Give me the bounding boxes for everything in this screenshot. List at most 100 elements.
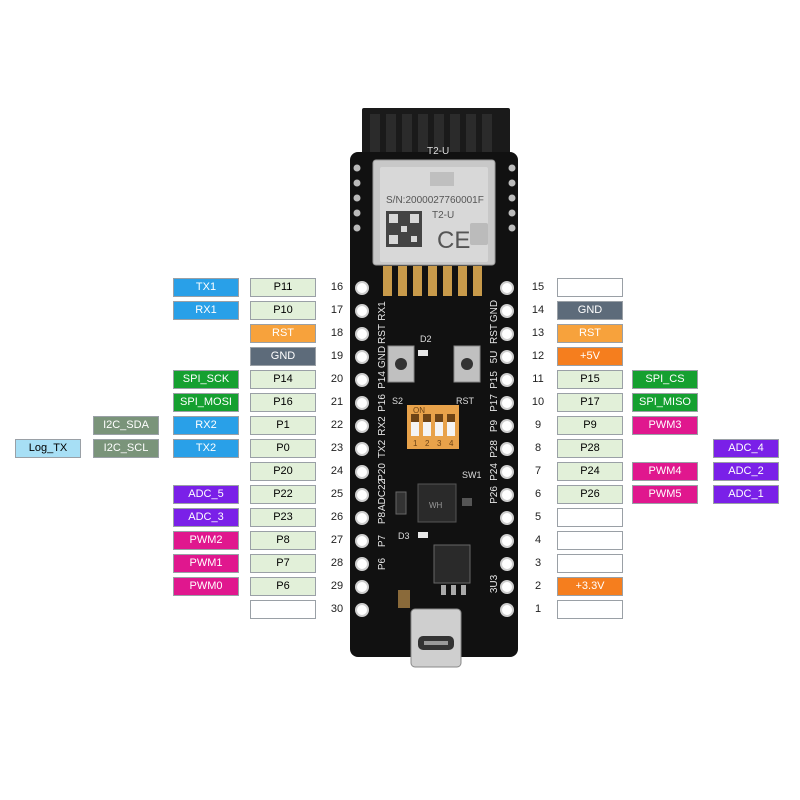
right-function-2: ADC_2 — [713, 462, 779, 481]
right-pin-label — [557, 508, 623, 527]
voltage-regulator — [433, 544, 471, 584]
left-function-1: ADC_3 — [173, 508, 239, 527]
left-function-2: I2C_SDA — [93, 416, 159, 435]
right-pin-number: 8 — [534, 442, 542, 454]
left-pin-label: P16 — [250, 393, 316, 412]
right-pin-hole — [500, 327, 514, 341]
right-pin-label: P9 — [557, 416, 623, 435]
right-function-2: ADC_4 — [713, 439, 779, 458]
ce-mark: CE — [437, 227, 470, 254]
right-pin-number: 13 — [531, 327, 545, 339]
left-function-1: SPI_MOSI — [173, 393, 239, 412]
left-function-1: PWM2 — [173, 531, 239, 550]
left-pin-label: P23 — [250, 508, 316, 527]
label-s2: S2 — [392, 396, 403, 406]
right-pin-label: GND — [557, 301, 623, 320]
dip-on-label: ON — [413, 406, 425, 415]
dip-number: 2 — [425, 439, 430, 448]
left-silkscreen-label: RX2 — [377, 416, 388, 436]
left-pin-hole — [355, 488, 369, 502]
left-function-1: ADC_5 — [173, 485, 239, 504]
left-silkscreen-label: P7 — [377, 534, 388, 547]
right-pin-hole — [500, 350, 514, 364]
left-silkscreen-label: P14 — [377, 371, 388, 389]
right-pin-label: P28 — [557, 439, 623, 458]
left-pin-hole — [355, 580, 369, 594]
dip-number: 3 — [437, 439, 442, 448]
right-pin-number: 3 — [534, 557, 542, 569]
label-d3: D3 — [398, 531, 410, 541]
left-pin-label: P7 — [250, 554, 316, 573]
left-function-1: RX1 — [173, 301, 239, 320]
right-pin-hole — [500, 419, 514, 433]
right-function-1: PWM5 — [632, 485, 698, 504]
left-function-1: PWM0 — [173, 577, 239, 596]
right-silkscreen-label: RST — [489, 324, 500, 344]
left-pin-hole — [355, 304, 369, 318]
left-pin-hole — [355, 396, 369, 410]
module-name: T2-U — [427, 146, 449, 157]
left-function-1: TX2 — [173, 439, 239, 458]
left-pin-number: 30 — [330, 603, 344, 615]
right-pin-number: 9 — [534, 419, 542, 431]
module-edge-hole — [353, 194, 361, 202]
right-pin-label — [557, 600, 623, 619]
right-pin-hole — [500, 281, 514, 295]
right-pin-number: 6 — [534, 488, 542, 500]
right-pin-label: +3.3V — [557, 577, 623, 596]
right-pin-label — [557, 531, 623, 550]
left-silkscreen-label: TX2 — [377, 439, 388, 458]
right-pin-number: 7 — [534, 465, 542, 477]
right-pin-hole — [500, 488, 514, 502]
right-function-1: PWM4 — [632, 462, 698, 481]
module-edge-hole — [508, 179, 516, 187]
left-pin-hole — [355, 442, 369, 456]
right-pin-label: P26 — [557, 485, 623, 504]
right-pin-hole — [500, 442, 514, 456]
left-pin-label: P20 — [250, 462, 316, 481]
right-pin-label — [557, 278, 623, 297]
left-silkscreen-label: P16 — [377, 394, 388, 412]
left-pin-hole — [355, 373, 369, 387]
left-pin-number: 16 — [330, 281, 344, 293]
right-pin-hole — [500, 373, 514, 387]
right-pin-hole — [500, 396, 514, 410]
right-pin-number: 11 — [532, 373, 544, 385]
left-pin-label: P1 — [250, 416, 316, 435]
left-pin-label: P6 — [250, 577, 316, 596]
right-pin-hole — [500, 304, 514, 318]
left-pin-label: P8 — [250, 531, 316, 550]
left-pin-number: 24 — [330, 465, 344, 477]
left-pin-hole — [355, 465, 369, 479]
left-pin-number: 19 — [330, 350, 344, 362]
right-pin-number: 4 — [534, 534, 542, 546]
left-pin-number: 20 — [330, 373, 344, 385]
left-silkscreen-label: GND — [377, 346, 388, 368]
chip-text: WH — [429, 501, 443, 510]
left-silkscreen-label: ADC22 — [377, 478, 388, 511]
ch340-chip — [417, 483, 457, 523]
left-pin-label: P0 — [250, 439, 316, 458]
left-pin-hole — [355, 603, 369, 617]
left-pin-number: 27 — [330, 534, 344, 546]
left-silkscreen-label: P6 — [377, 557, 388, 570]
right-silkscreen-label: P17 — [489, 394, 500, 412]
right-silkscreen-label: 5U — [489, 351, 500, 364]
left-pin-number: 26 — [330, 511, 344, 523]
left-pin-number: 17 — [330, 304, 344, 316]
module-edge-hole — [508, 194, 516, 202]
left-function-2: I2C_SCL — [93, 439, 159, 458]
left-pin-number: 29 — [330, 580, 344, 592]
right-silkscreen-label: P15 — [489, 371, 500, 389]
right-pin-hole — [500, 511, 514, 525]
left-pin-hole — [355, 281, 369, 295]
right-pin-label — [557, 554, 623, 573]
left-silkscreen-label: RX1 — [377, 301, 388, 321]
right-pin-number: 1 — [534, 603, 542, 615]
right-pin-hole — [500, 557, 514, 571]
left-pin-label: P22 — [250, 485, 316, 504]
right-pin-hole — [500, 465, 514, 479]
right-pin-hole — [500, 534, 514, 548]
left-pin-label: RST — [250, 324, 316, 343]
